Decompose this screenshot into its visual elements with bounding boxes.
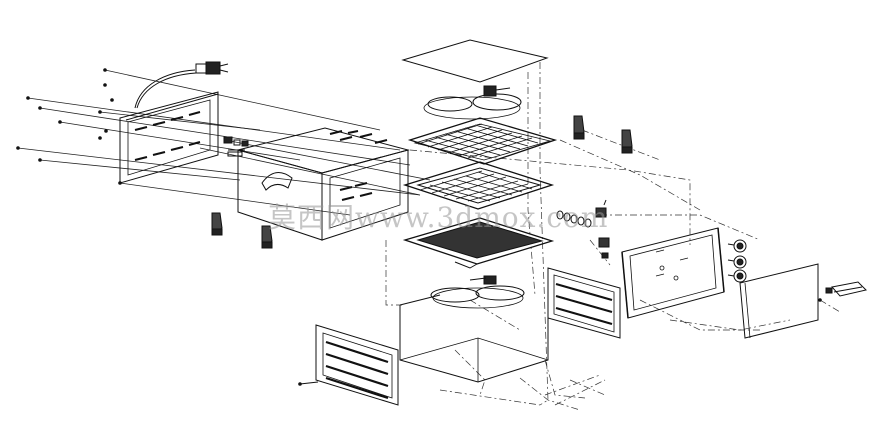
upper-heating-element — [424, 86, 521, 119]
door-handle — [826, 282, 866, 296]
side-panel-left — [300, 325, 398, 405]
wire-rack — [410, 118, 555, 164]
outer-housing — [238, 128, 408, 240]
power-cord — [135, 62, 228, 108]
side-panel-right — [548, 268, 620, 338]
baking-tray — [405, 162, 552, 209]
control-knob-3 — [728, 270, 746, 282]
foot-right-2 — [622, 130, 632, 153]
glass-door — [740, 264, 818, 338]
lower-heating-element — [431, 276, 524, 308]
control-knob-2 — [728, 256, 746, 268]
foot-left-2 — [262, 226, 272, 248]
foot-left-1 — [212, 213, 222, 235]
inner-cavity — [400, 295, 548, 382]
foot-right-1 — [574, 116, 584, 139]
back-panel — [120, 92, 218, 183]
control-knob-1 — [728, 240, 746, 252]
control-panel — [622, 228, 724, 318]
top-cover-plate — [403, 40, 547, 82]
crumb-tray — [405, 218, 552, 268]
construction-dashed-lines — [386, 62, 840, 410]
spring-parts — [557, 200, 609, 258]
screw-markers — [16, 68, 822, 386]
